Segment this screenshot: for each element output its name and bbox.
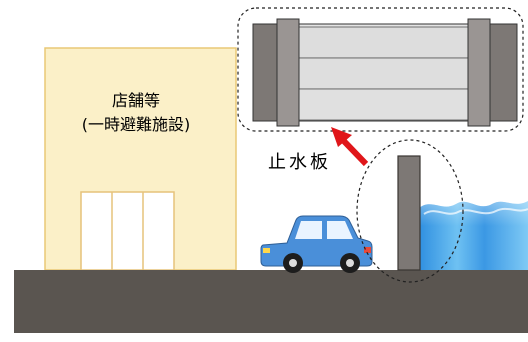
building-label-line2: (一時避難施設) bbox=[82, 115, 191, 134]
barrier-detail-callout bbox=[237, 7, 524, 132]
flood-barrier-post bbox=[397, 155, 421, 271]
barrier-label: 止水板 bbox=[268, 152, 331, 173]
building-doors bbox=[80, 191, 175, 271]
ground bbox=[14, 270, 528, 333]
arrow-icon bbox=[331, 127, 369, 167]
barrier-highlight-ellipse bbox=[356, 139, 464, 283]
shop-building: 店舗等 (一時避難施設) bbox=[44, 47, 237, 271]
building-label-line1: 店舗等 bbox=[112, 91, 160, 110]
car-icon bbox=[260, 215, 373, 273]
water-icon bbox=[419, 201, 528, 270]
